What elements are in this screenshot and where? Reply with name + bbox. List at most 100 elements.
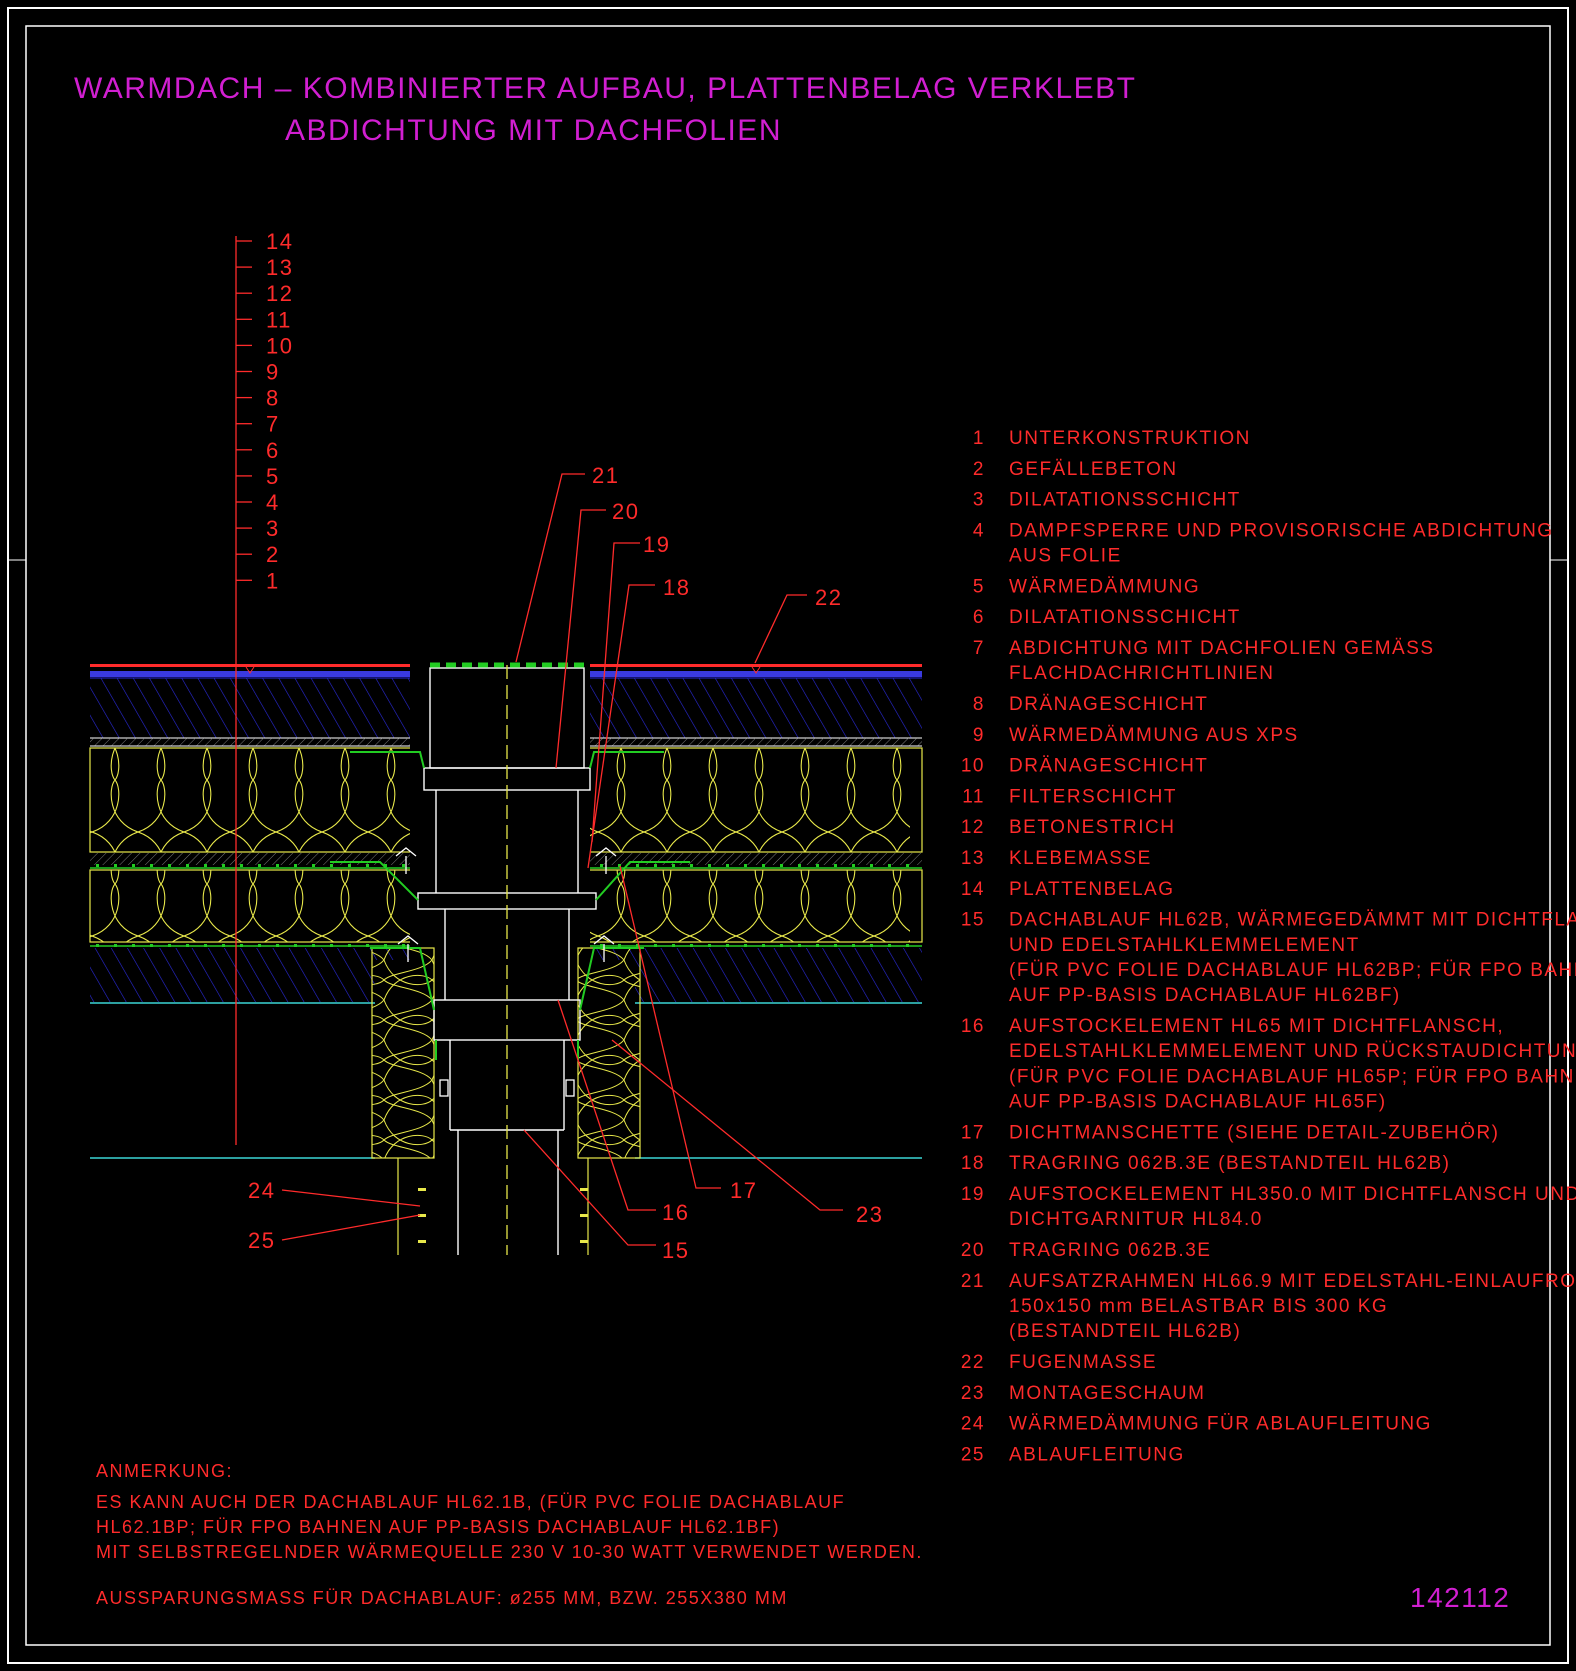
aufstockelement: [433, 999, 581, 1041]
legend-text: DACHABLAUF HL62B, WÄRMEGEDÄMMT MIT DICHT…: [1009, 910, 1576, 931]
leader-16: [557, 999, 656, 1211]
scale-label-4: 4: [266, 490, 280, 515]
legend-number: 2: [973, 459, 985, 480]
legend-number: 14: [961, 879, 985, 900]
callout-25: 25: [248, 1228, 275, 1253]
scale-label-6: 6: [266, 438, 280, 463]
leader-19: [591, 542, 640, 843]
note-heading: ANMERKUNG:: [96, 1461, 233, 1481]
legend-number: 20: [961, 1240, 985, 1261]
leader-25: [281, 1214, 421, 1241]
scale-label-8: 8: [266, 386, 280, 411]
legend-number: 11: [962, 786, 985, 807]
legend-text: AUF PP-BASIS DACHABLAUF HL65F): [1009, 1092, 1387, 1113]
legend-text: TRAGRING 062B.3E: [1009, 1240, 1211, 1261]
montageschaum-left: [371, 947, 435, 1159]
callout-16: 16: [662, 1200, 689, 1225]
legend-number: 4: [973, 520, 985, 541]
legend-text: PLATTENBELAG: [1009, 879, 1174, 900]
legend-text: FLACHDACHRICHTLINIEN: [1009, 663, 1274, 684]
legend-number: 7: [973, 638, 985, 659]
scale-label-11: 11: [266, 307, 292, 332]
scale-label-13: 13: [266, 255, 293, 280]
legend-text: DAMPFSPERRE UND PROVISORISCHE ABDICHTUNG: [1009, 520, 1554, 541]
legend-text: DILATATIONSSCHICHT: [1009, 607, 1241, 628]
legend-text: KLEBEMASSE: [1009, 848, 1152, 869]
legend-text: WÄRMEDÄMMUNG: [1009, 576, 1200, 597]
legend-number: 13: [961, 848, 985, 869]
fugenmasse-mark-1: [245, 666, 255, 674]
legend-number: 25: [961, 1444, 985, 1465]
callout-21: 21: [592, 463, 619, 488]
legend-text: DRÄNAGESCHICHT: [1009, 756, 1208, 777]
dichtflansch: [330, 751, 690, 1060]
legend-text: DILATATIONSSCHICHT: [1009, 490, 1241, 511]
legend-text: UNTERKONSTRUKTION: [1009, 428, 1251, 449]
legend-number: 18: [961, 1153, 985, 1174]
legend-number: 23: [961, 1383, 985, 1404]
note-line-2: HL62.1BP; FÜR FPO BAHNEN AUF PP-BASIS DA…: [96, 1517, 780, 1537]
fugenmasse-mark-2: [751, 666, 761, 674]
pipe-insulation-marks: [418, 1188, 588, 1243]
callout-15: 15: [662, 1238, 689, 1263]
legend-text: AUFSTOCKELEMENT HL65 MIT DICHTFLANSCH,: [1009, 1016, 1504, 1037]
leader-17: [619, 865, 721, 1189]
scale-label-5: 5: [266, 464, 280, 489]
legend-text: 150x150 mm BELASTBAR BIS 300 KG: [1009, 1296, 1388, 1317]
leader-18: [587, 584, 655, 869]
legend-text: AUF PP-BASIS DACHABLAUF HL62BF): [1009, 985, 1401, 1006]
legend-number: 17: [961, 1122, 985, 1143]
note-line-3: MIT SELBSTREGELNDER WÄRMEQUELLE 230 V 10…: [96, 1542, 923, 1562]
legend-number: 3: [973, 490, 985, 511]
scale-label-14: 14: [266, 229, 293, 254]
legend-text: EDELSTAHLKLEMMELEMENT UND RÜCKSTAUDICHTU…: [1009, 1041, 1576, 1062]
scale-label-2: 2: [266, 542, 280, 567]
callout-20: 20: [612, 499, 639, 524]
legend-text: MONTAGESCHAUM: [1009, 1383, 1205, 1404]
leader-22: [754, 594, 807, 664]
klemmelement: [395, 847, 617, 1097]
legend-text: ABLAUFLEITUNG: [1009, 1444, 1185, 1465]
inner-frame: [25, 25, 1551, 1646]
legend-number: 9: [973, 725, 985, 746]
callout-24: 24: [248, 1178, 275, 1203]
legend-text: WÄRMEDÄMMUNG FÜR ABLAUFLEITUNG: [1009, 1414, 1432, 1435]
note-cutout: AUSSPARUNGSMASS FÜR DACHABLAUF: ø255 MM,…: [96, 1588, 788, 1608]
legend-number: 19: [961, 1184, 985, 1205]
scale-label-1: 1: [266, 568, 280, 593]
leader-21: [515, 473, 585, 663]
scale-label-12: 12: [266, 281, 293, 306]
legend-number: 24: [961, 1414, 985, 1435]
roof-section: [89, 660, 923, 1255]
legend-text: AUS FOLIE: [1009, 546, 1122, 567]
legend-number: 10: [961, 756, 985, 777]
legend-text: WÄRMEDÄMMUNG AUS XPS: [1009, 725, 1299, 746]
legend-text: (BESTANDTEIL HL62B): [1009, 1321, 1241, 1342]
legend-text: DICHTMANSCHETTE (SIEHE DETAIL-ZUBEHÖR): [1009, 1122, 1500, 1143]
scale-label-10: 10: [266, 333, 293, 358]
legend-number: 16: [961, 1016, 985, 1037]
title-line-1: WARMDACH – KOMBINIERTER AUFBAU, PLATTENB…: [74, 72, 1136, 105]
legend-text: FILTERSCHICHT: [1009, 786, 1177, 807]
leader-15: [523, 1129, 656, 1246]
legend-number: 22: [961, 1352, 985, 1373]
legend-number: 8: [973, 694, 985, 715]
notes: ANMERKUNG: ES KANN AUCH DER DACHABLAUF H…: [96, 1461, 923, 1608]
legend-number: 5: [973, 576, 985, 597]
legend-number: 12: [961, 817, 985, 838]
scale-label-3: 3: [266, 516, 280, 541]
callout-leaders: [281, 473, 843, 1246]
scale-label-7: 7: [266, 412, 280, 437]
callout-17: 17: [730, 1178, 757, 1203]
legend-text: BETONESTRICH: [1009, 817, 1176, 838]
callout-labels: 21 20 19 18 22 24 25 16 15 17 23: [248, 463, 882, 1263]
callout-19: 19: [643, 532, 670, 557]
leader-24: [281, 1189, 421, 1207]
legend-text: DRÄNAGESCHICHT: [1009, 694, 1208, 715]
legend-text: AUFSTOCKELEMENT HL350.0 MIT DICHTFLANSCH…: [1009, 1184, 1576, 1205]
leader-20: [555, 509, 606, 769]
callout-22: 22: [815, 585, 842, 610]
outer-frame: [7, 7, 1569, 1664]
leader-23: [611, 1039, 843, 1211]
